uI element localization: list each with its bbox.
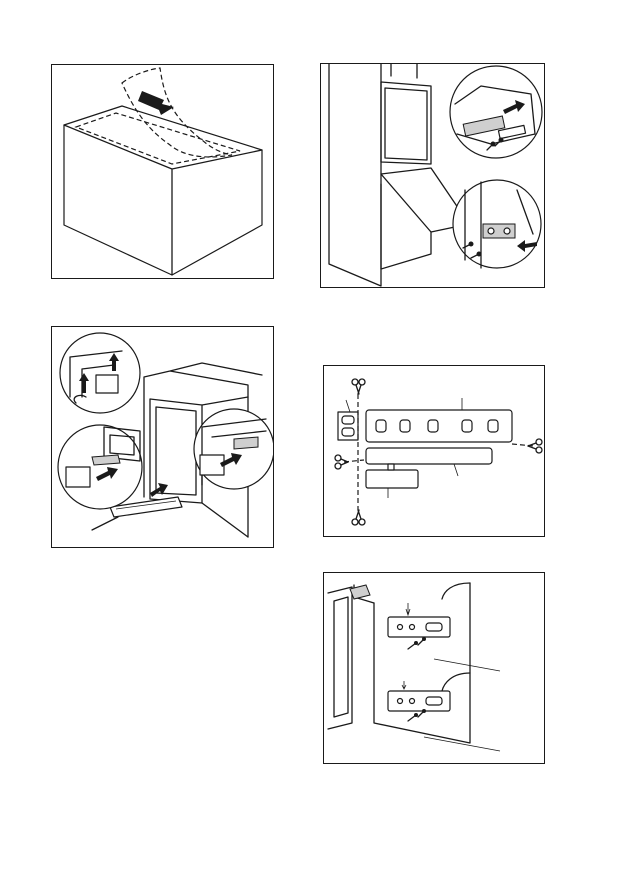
hinge-bracket — [234, 437, 258, 449]
scissors-icon — [352, 379, 365, 394]
scissors-icon — [352, 510, 365, 525]
narrow-strip — [366, 448, 492, 464]
screw-icon — [408, 637, 426, 649]
strip-end-piece — [92, 455, 120, 465]
gap-marker-bottom — [402, 681, 406, 689]
top-detail-callout — [60, 333, 140, 413]
small-piece — [366, 470, 418, 488]
packaging-illustration — [52, 65, 274, 279]
figure-install-bottom-strip — [51, 326, 274, 548]
figure-cut-mounting-template — [323, 365, 545, 537]
figure-mount-door-brackets — [323, 572, 545, 764]
figure-fit-door-hinge-covers — [320, 63, 545, 288]
arrow-icon — [150, 483, 168, 497]
bottom-strip-illustration — [52, 327, 274, 548]
box-outline — [64, 106, 262, 275]
gap-marker-top — [406, 603, 410, 615]
figure-remove-packaging — [51, 64, 274, 279]
lower-cabinet — [381, 184, 431, 269]
corner-part-box — [200, 455, 224, 475]
door-bracket-illustration — [324, 573, 545, 764]
strip-part-box — [66, 467, 90, 487]
hinge-cover-illustration — [321, 64, 545, 288]
cabinet-side — [329, 64, 381, 286]
upper-opening — [381, 82, 431, 164]
hinge-cover-part — [96, 375, 118, 393]
upper-inner — [385, 88, 427, 160]
arrow-icon — [138, 91, 174, 115]
top-hinge — [350, 585, 370, 599]
cutting-template-illustration — [324, 366, 545, 537]
